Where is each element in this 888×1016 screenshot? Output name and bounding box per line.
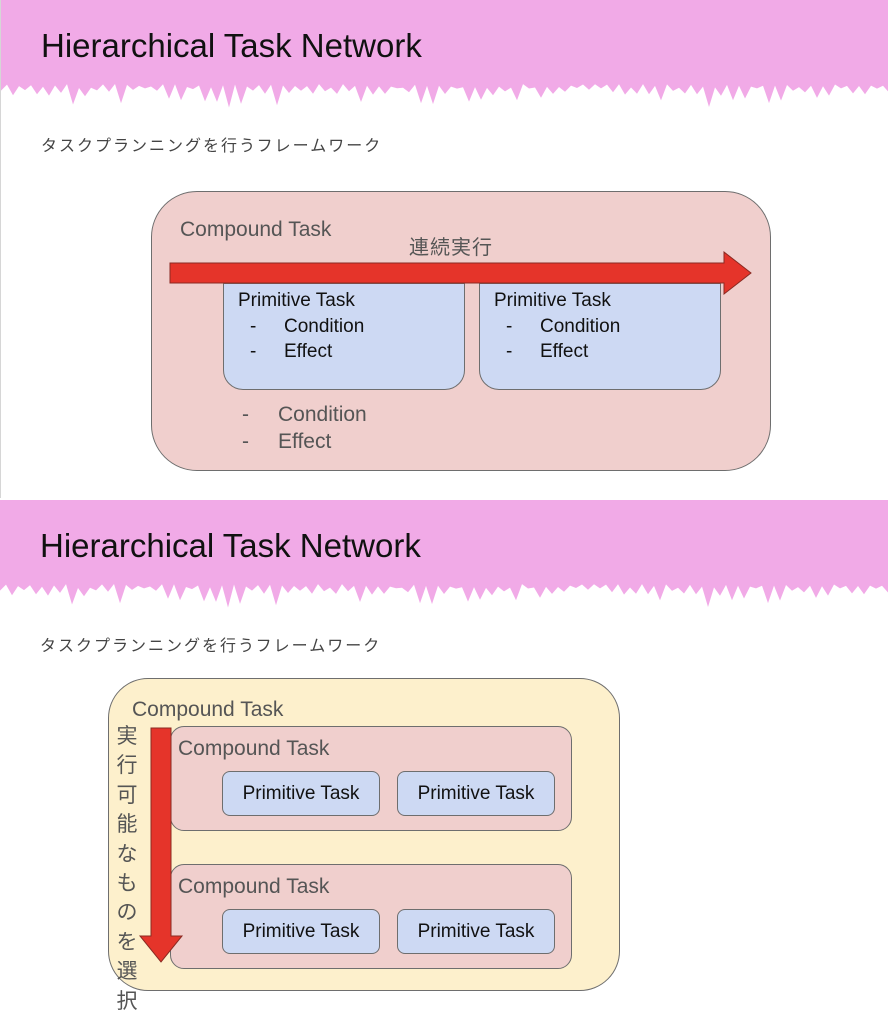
primitive-task-box: Primitive Task - Condition - Effect: [479, 283, 721, 390]
effect-label: Effect: [278, 430, 332, 453]
primitive-task-box: Primitive Task: [397, 771, 555, 816]
primitive-task-title: Primitive Task: [494, 290, 611, 311]
slide-title: Hierarchical Task Network: [41, 27, 422, 64]
header-banner: [0, 500, 888, 608]
primitive-task-box: Primitive Task - Condition - Effect: [223, 283, 465, 390]
effect-label: Effect: [540, 341, 589, 362]
header-banner: [1, 0, 888, 108]
primitive-effect: - Effect: [506, 341, 588, 363]
slide-subtitle: タスクプランニングを行うフレームワーク: [40, 636, 382, 655]
sequence-label: 連続実行: [409, 235, 493, 259]
inner-compound-task-label: Compound Task: [178, 737, 330, 760]
condition-label: Condition: [540, 316, 621, 337]
effect-label: Effect: [284, 341, 333, 362]
primitive-task-box: Primitive Task: [222, 909, 380, 954]
bullet-dash: -: [242, 430, 249, 453]
bullet-dash: -: [250, 341, 257, 362]
slide-subtitle: タスクプランニングを行うフレームワーク: [41, 136, 383, 155]
primitive-effect: - Effect: [250, 341, 332, 363]
primitive-task-title: Primitive Task: [238, 290, 355, 311]
compound-task-label: Compound Task: [180, 218, 332, 241]
bullet-dash: -: [506, 316, 513, 337]
selection-label: 実行可能なものを選択: [116, 724, 138, 1013]
primitive-condition: - Condition: [250, 316, 364, 338]
bullet-dash: -: [506, 341, 513, 362]
compound-effect: - Effect: [242, 430, 331, 454]
inner-compound-task-label: Compound Task: [178, 875, 330, 898]
primitive-task-box: Primitive Task: [397, 909, 555, 954]
condition-label: Condition: [284, 316, 365, 337]
slide-sequence: Hierarchical Task Network タスクプランニングを行うフレ…: [0, 0, 888, 498]
bullet-dash: -: [242, 403, 249, 426]
condition-label: Condition: [278, 403, 367, 426]
primitive-task-box: Primitive Task: [222, 771, 380, 816]
bullet-dash: -: [250, 316, 257, 337]
slide-title: Hierarchical Task Network: [40, 527, 421, 564]
sequence-arrow: [169, 250, 752, 296]
outer-compound-task-label: Compound Task: [132, 698, 284, 721]
selection-arrow: [138, 727, 184, 963]
compound-condition: - Condition: [242, 403, 367, 427]
primitive-condition: - Condition: [506, 316, 620, 338]
